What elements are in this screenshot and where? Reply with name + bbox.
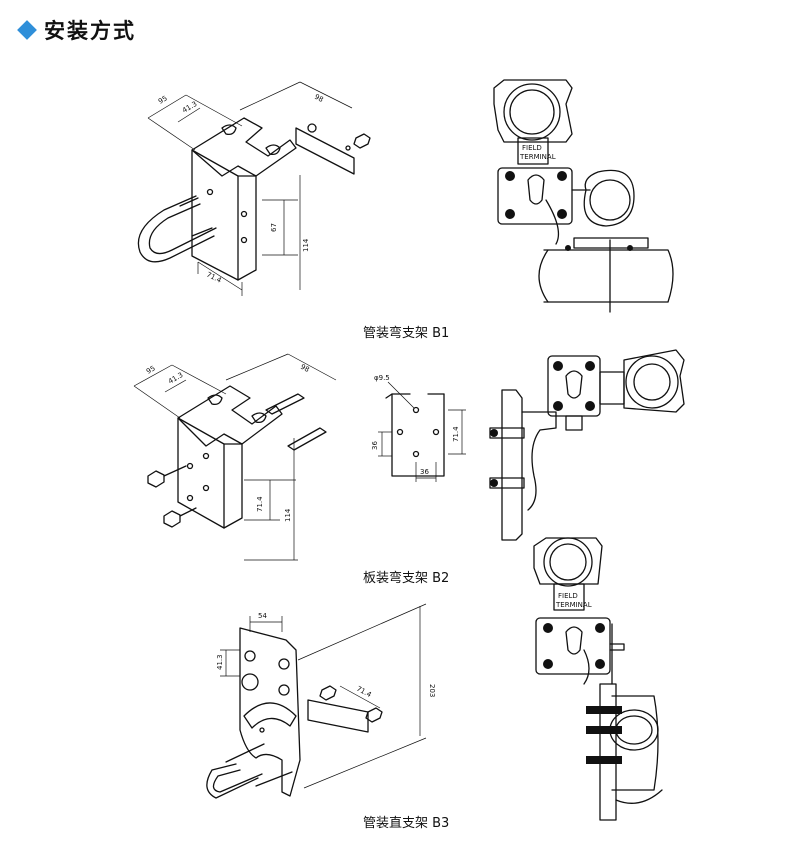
caption-b3: 管装直支架 B3 <box>363 816 450 831</box>
dim-95-b2: 95 <box>145 364 157 375</box>
transmitter-b1-drawing: FIELD TERMINAL <box>493 79 674 313</box>
dim-41-b1: 41.3 <box>181 100 199 115</box>
dim-98-b1: 98 <box>313 93 325 104</box>
dim-41-b3: 41.3 <box>216 654 224 670</box>
dim-36-v: 36 <box>371 441 379 450</box>
dim-98-b2: 98 <box>299 363 311 374</box>
bracket-b2-drawing: 95 41.3 98 71.4 114 <box>133 353 337 561</box>
caption-b1: 管装弯支架 B1 <box>363 326 450 341</box>
section-header: 安装方式 <box>14 14 136 46</box>
transmitter-b3-drawing: FIELD TERMINAL <box>533 537 663 821</box>
dim-phi-b2: φ9.5 <box>374 374 390 382</box>
terminal-label-b1: TERMINAL <box>519 153 556 161</box>
dim-71-b3: 71.4 <box>355 685 373 700</box>
plate-hole-pattern: φ9.5 36 71.4 36 <box>371 374 466 482</box>
dim-203-b3: 203 <box>428 684 436 697</box>
dim-114-b1: 114 <box>302 238 310 252</box>
dim-71-b2: 71.4 <box>256 496 264 512</box>
terminal-label-b3: TERMINAL <box>555 601 592 609</box>
field-label-b1: FIELD <box>522 144 542 152</box>
dim-114-b2: 114 <box>284 508 292 522</box>
bracket-b3-drawing: 54 41.3 203 71.4 <box>206 603 436 799</box>
dim-95-b1: 95 <box>157 94 169 105</box>
bracket-b1-drawing: 95 41.3 98 67 114 71.4 <box>137 81 371 296</box>
caption-b2: 板装弯支架 B2 <box>363 571 450 586</box>
field-label-b3: FIELD <box>558 592 578 600</box>
dim-36-h: 36 <box>420 468 429 476</box>
section-title: 安装方式 <box>44 19 136 43</box>
dim-41-b2: 41.3 <box>167 371 185 386</box>
transmitter-b2-drawing <box>489 349 685 541</box>
dim-54-b3: 54 <box>258 612 267 620</box>
dim-67-b1: 67 <box>270 223 278 232</box>
dim-71-b1: 71.4 <box>205 271 223 285</box>
dim-71-plate: 71.4 <box>452 426 460 442</box>
